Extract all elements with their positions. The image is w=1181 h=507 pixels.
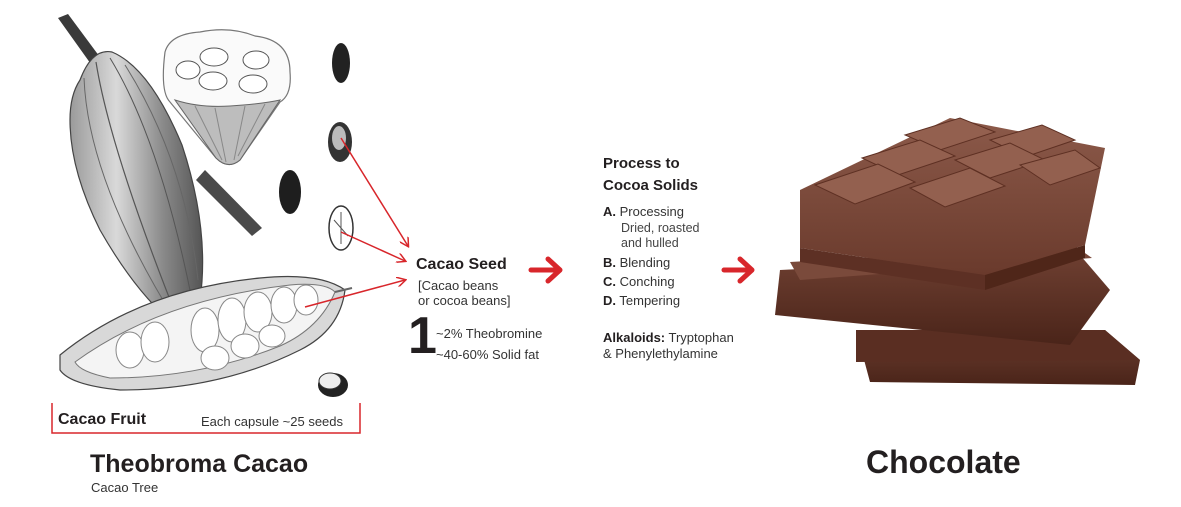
cacao-bean-icon bbox=[279, 43, 354, 397]
cacao-pod-illustration bbox=[69, 50, 204, 335]
step-label: Tempering bbox=[619, 293, 681, 308]
step-letter: B. bbox=[603, 255, 616, 270]
process-step: C. Conching bbox=[603, 272, 700, 291]
product-title: Chocolate bbox=[866, 444, 1021, 480]
step-detail: and hulled bbox=[621, 236, 679, 250]
seed-stat-fat: ~40-60% Solid fat bbox=[436, 347, 539, 362]
seed-subtitle-line2: or cocoa beans] bbox=[418, 293, 511, 308]
alkaloids-value-line2: & Phenylethylamine bbox=[603, 346, 718, 361]
fruit-bracket bbox=[51, 403, 361, 434]
process-step: B. Blending bbox=[603, 253, 700, 272]
species-common-name: Cacao Tree bbox=[91, 480, 159, 495]
fruit-label: Cacao Fruit bbox=[58, 411, 147, 428]
step-label: Conching bbox=[619, 274, 675, 289]
pointer-arrows bbox=[304, 137, 408, 308]
process-title-line1: Process to bbox=[603, 155, 680, 172]
process-step: A. Processing bbox=[603, 202, 700, 221]
alkaloids-note: Alkaloids: Tryptophan & Phenylethylamine bbox=[603, 330, 734, 362]
open-pod-bottom-illustration bbox=[59, 275, 353, 391]
process-title: Process to Cocoa Solids bbox=[603, 153, 698, 197]
capsule-note: Each capsule ~25 seeds bbox=[201, 414, 344, 429]
arrow-right-icon[interactable] bbox=[721, 256, 755, 284]
arrow-right-icon[interactable] bbox=[528, 256, 563, 284]
process-steps-list: A. Processing Dried, roasted and hulled … bbox=[603, 202, 700, 310]
chocolate-stack-illustration bbox=[775, 117, 1140, 385]
process-step: D. Tempering bbox=[603, 291, 700, 310]
seed-count-number: 1 bbox=[408, 307, 437, 365]
species-title: Theobroma Cacao bbox=[90, 450, 309, 478]
open-pod-top-illustration bbox=[162, 29, 291, 166]
process-title-line2: Cocoa Solids bbox=[603, 177, 699, 194]
seed-subtitle-line1: [Cacao beans bbox=[418, 278, 499, 293]
step-label: Processing bbox=[619, 204, 684, 219]
step-letter: D. bbox=[603, 293, 616, 308]
step-letter: A. bbox=[603, 204, 616, 219]
seed-stats: ~2% Theobromine ~40-60% Solid fat bbox=[436, 323, 542, 365]
alkaloids-label: Alkaloids: bbox=[603, 330, 666, 345]
step-letter: C. bbox=[603, 274, 616, 289]
step-detail: Dried, roasted bbox=[621, 221, 700, 235]
step-label: Blending bbox=[619, 255, 671, 270]
seed-subtitle: [Cacao beans or cocoa beans] bbox=[418, 278, 511, 308]
seed-title: Cacao Seed bbox=[416, 256, 507, 273]
alkaloids-value: Tryptophan bbox=[668, 330, 734, 345]
seed-stat-theobromine: ~2% Theobromine bbox=[436, 326, 543, 341]
